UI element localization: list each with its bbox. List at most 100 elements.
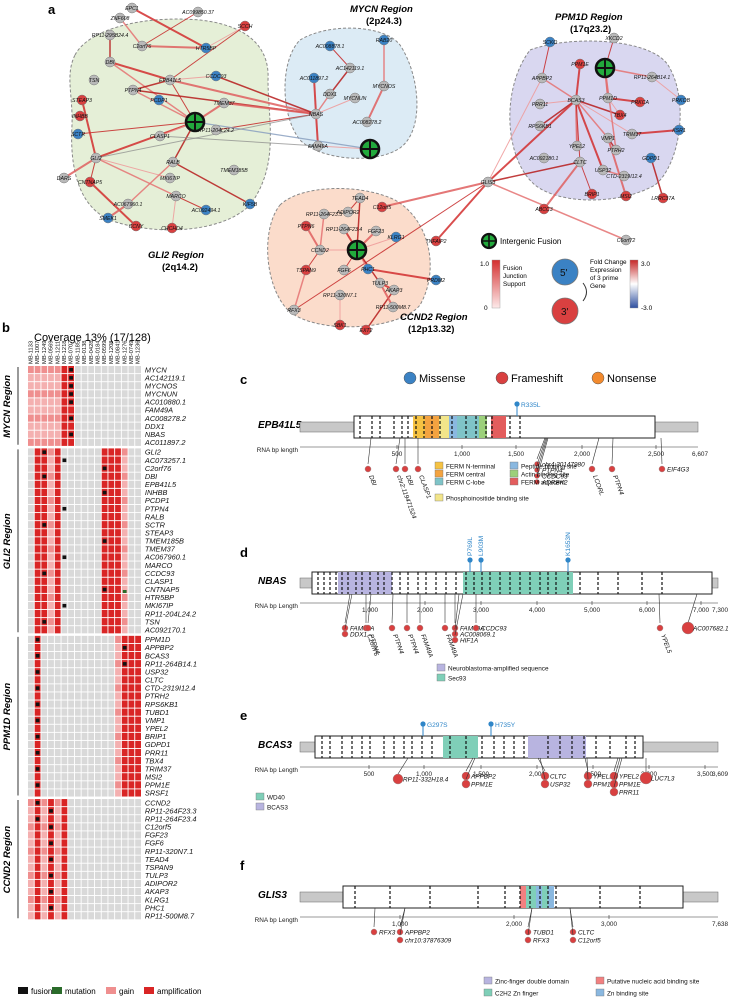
heatmap-cell <box>128 366 135 374</box>
heatmap-cell <box>121 472 128 480</box>
heatmap-cell <box>108 847 115 855</box>
heatmap-cell <box>81 823 88 831</box>
heatmap-cell <box>135 773 141 781</box>
heatmap-cell <box>128 716 135 724</box>
heatmap-cell <box>41 847 48 855</box>
heatmap-cell <box>54 708 61 716</box>
heatmap-cell <box>48 529 54 537</box>
heatmap-cell <box>54 398 61 406</box>
heatmap-cell <box>81 643 88 652</box>
heatmap-cell <box>108 610 115 618</box>
heatmap-fusion <box>42 474 47 479</box>
heatmap-cell <box>28 626 34 634</box>
gene-domain-block <box>491 416 506 438</box>
network-node-label: AC008878.1 <box>315 44 345 50</box>
network-node-label: PRKOB <box>672 98 691 104</box>
heatmap-cell <box>54 863 61 871</box>
heatmap-cell <box>128 374 135 382</box>
heatmap-cell <box>95 692 101 700</box>
network-node-dot <box>354 192 366 204</box>
axis-tick: 3,000 <box>473 607 489 614</box>
heatmap-cell <box>115 504 121 513</box>
heatmap-cell <box>95 521 101 529</box>
heatmap-cell <box>101 724 108 732</box>
heatmap-cell <box>48 724 54 732</box>
heatmap-cell <box>108 815 115 823</box>
heatmap-cell <box>41 660 48 668</box>
heatmap-cell <box>81 789 88 797</box>
heatmap-cell <box>135 781 141 789</box>
heatmap-cell <box>128 643 135 652</box>
heatmap-cell <box>74 904 81 912</box>
heatmap-cell <box>88 521 95 529</box>
heatmap-cell <box>128 577 135 585</box>
heatmap-cell <box>128 601 135 610</box>
heatmap-cell <box>34 382 41 390</box>
heatmap-cell <box>95 553 101 561</box>
heatmap-cell <box>108 716 115 724</box>
network-node-label: KIF5B <box>243 202 258 208</box>
network-node-dot <box>130 220 142 232</box>
heatmap-cell <box>68 529 74 537</box>
heatmap-cell <box>28 553 34 561</box>
heatmap-cell <box>81 472 88 480</box>
heatmap-cell <box>28 912 34 920</box>
network-node-label: BCAS3 <box>567 98 584 104</box>
heatmap-cell <box>54 823 61 831</box>
network-edge <box>175 195 207 211</box>
network-node-dot <box>228 164 240 176</box>
network-edge <box>293 181 489 311</box>
network-node: CCND2 <box>311 244 329 256</box>
fusion-partner-marker <box>364 465 372 473</box>
heatmap-cell <box>128 561 135 569</box>
heatmap-cell <box>61 807 68 815</box>
network-node-dot <box>74 110 86 122</box>
heatmap-cell <box>48 732 54 740</box>
heatmap-cell <box>121 448 128 456</box>
network-node-dot <box>166 222 178 234</box>
network-node-dot <box>534 120 546 132</box>
heatmap-cell <box>95 382 101 390</box>
heatmap-cell <box>28 635 34 644</box>
heatmap-cell <box>81 708 88 716</box>
heatmap-cell <box>108 896 115 904</box>
heatmap-cell <box>61 366 68 374</box>
heatmap-cell <box>101 716 108 724</box>
heatmap-cell <box>128 635 135 644</box>
heatmap-cell <box>121 569 128 577</box>
heatmap-cell <box>128 799 135 807</box>
heatmap-cell <box>128 438 135 446</box>
heatmap-cell <box>28 668 34 676</box>
heatmap-fusion <box>35 654 40 658</box>
network-node-dot <box>334 319 346 331</box>
heatmap-cell <box>34 537 41 545</box>
heatmap-cell <box>135 496 141 505</box>
heatmap-cell <box>101 618 108 626</box>
heatmap-fusion <box>102 539 107 543</box>
heatmap-cell <box>128 700 135 708</box>
heatmap-cell <box>74 414 81 422</box>
panel-label-c: c <box>240 372 247 387</box>
heatmap-fusion <box>49 873 53 878</box>
heatmap-fusion <box>102 587 107 592</box>
heatmap-cell <box>135 684 141 692</box>
heatmap-cell <box>121 652 128 660</box>
network-node: NBAS <box>309 108 324 120</box>
heatmap-cell <box>95 847 101 855</box>
heatmap-cell <box>68 593 74 602</box>
heatmap-cell <box>48 448 54 456</box>
heatmap-cell <box>128 569 135 577</box>
heatmap-fusion <box>49 841 53 846</box>
network-edge <box>539 99 577 105</box>
heatmap-cell <box>95 537 101 545</box>
network-node-dot <box>308 72 320 84</box>
heatmap-cell <box>115 610 121 618</box>
heatmap-cell <box>81 448 88 456</box>
heatmap-cell <box>81 464 88 472</box>
heatmap-cell <box>135 716 141 724</box>
heatmap-cell <box>88 456 95 464</box>
heatmap-cell <box>54 496 61 505</box>
network-node-dot <box>602 92 614 104</box>
heatmap-cell <box>135 831 141 839</box>
